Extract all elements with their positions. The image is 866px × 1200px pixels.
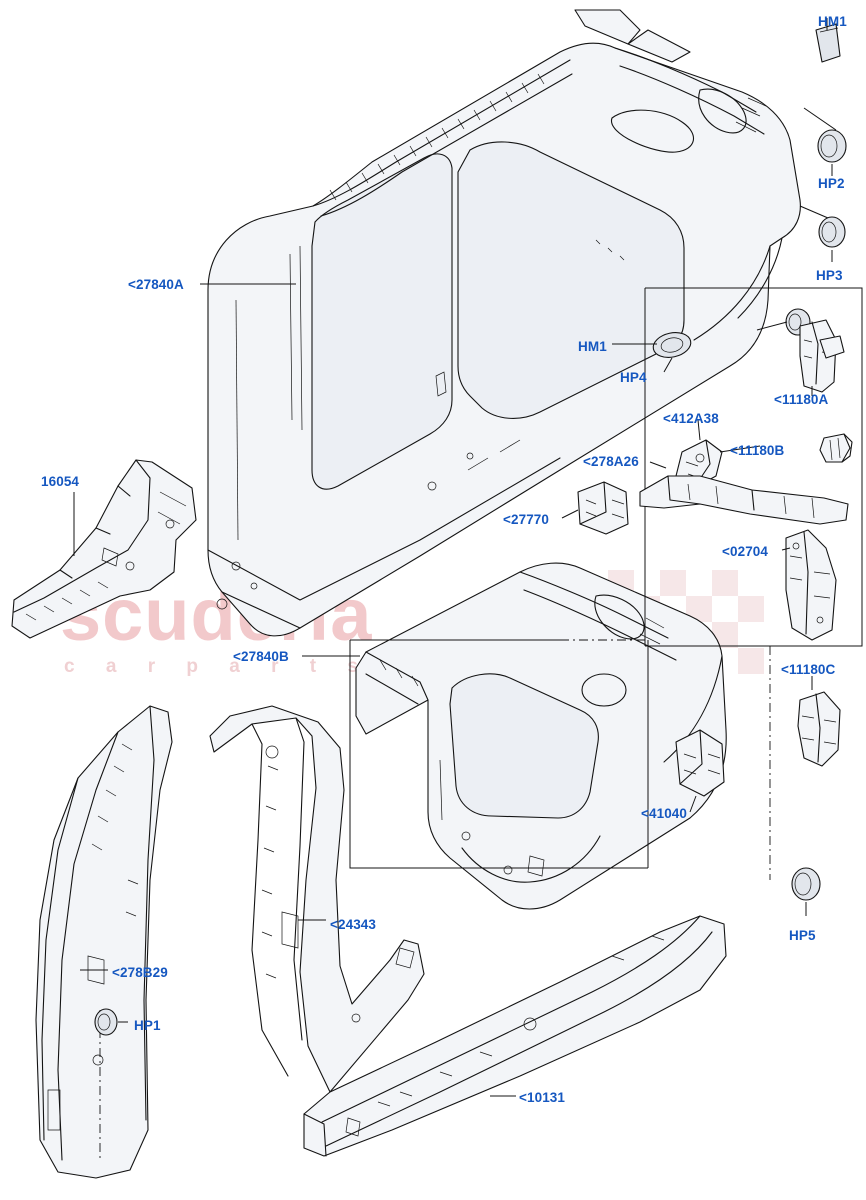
part-27770-bracket bbox=[577, 481, 629, 535]
callout-41040: <41040 bbox=[641, 806, 688, 821]
part-11180b-clip bbox=[819, 433, 853, 463]
part-16054-pillar-reinforcement bbox=[11, 459, 197, 639]
part-278b29-a-pillar-assembly bbox=[35, 705, 173, 1179]
callout-412a38: <412A38 bbox=[663, 411, 719, 426]
callout-hp5: HP5 bbox=[789, 928, 816, 943]
part-24343-b-pillar bbox=[209, 705, 425, 1093]
part-02704-bracket bbox=[785, 529, 837, 641]
part-27840a-body-side-outer bbox=[207, 9, 801, 637]
callout-hm1-mid: HM1 bbox=[578, 339, 607, 354]
part-27840b-rear-quarter-outer bbox=[355, 562, 727, 910]
callout-16054: 16054 bbox=[41, 474, 80, 489]
callout-hm1-top: HM1 bbox=[818, 14, 847, 29]
callout-27840b: <27840B bbox=[233, 649, 289, 664]
callout-24343: <24343 bbox=[330, 917, 377, 932]
detail-box-frames bbox=[99, 287, 863, 1160]
callout-hp4: HP4 bbox=[620, 370, 647, 385]
callout-10131: <10131 bbox=[519, 1090, 566, 1105]
callout-278a26: <278A26 bbox=[583, 454, 639, 469]
part-11180a-bracket bbox=[799, 319, 845, 393]
callout-hp1: HP1 bbox=[134, 1018, 161, 1033]
callout-hp3: HP3 bbox=[816, 268, 843, 283]
part-41040-bracket bbox=[675, 729, 725, 797]
part-278a26-reinforcement bbox=[639, 475, 849, 525]
part-plugs-grommets bbox=[94, 23, 847, 1036]
callout-27840a: <27840A bbox=[128, 277, 184, 292]
part-10131-rocker-sill bbox=[303, 915, 727, 1157]
part-11180c-bracket bbox=[797, 691, 841, 767]
callout-27770: <27770 bbox=[503, 512, 550, 527]
leader-lines bbox=[73, 18, 837, 1097]
callout-278b29: <278B29 bbox=[112, 965, 168, 980]
callout-hp2: HP2 bbox=[818, 176, 845, 191]
callout-11180b: <11180B bbox=[730, 443, 785, 458]
callout-11180c: <11180C bbox=[781, 662, 836, 677]
callout-11180a: <11180A bbox=[774, 392, 829, 407]
callout-02704: <02704 bbox=[722, 544, 769, 559]
